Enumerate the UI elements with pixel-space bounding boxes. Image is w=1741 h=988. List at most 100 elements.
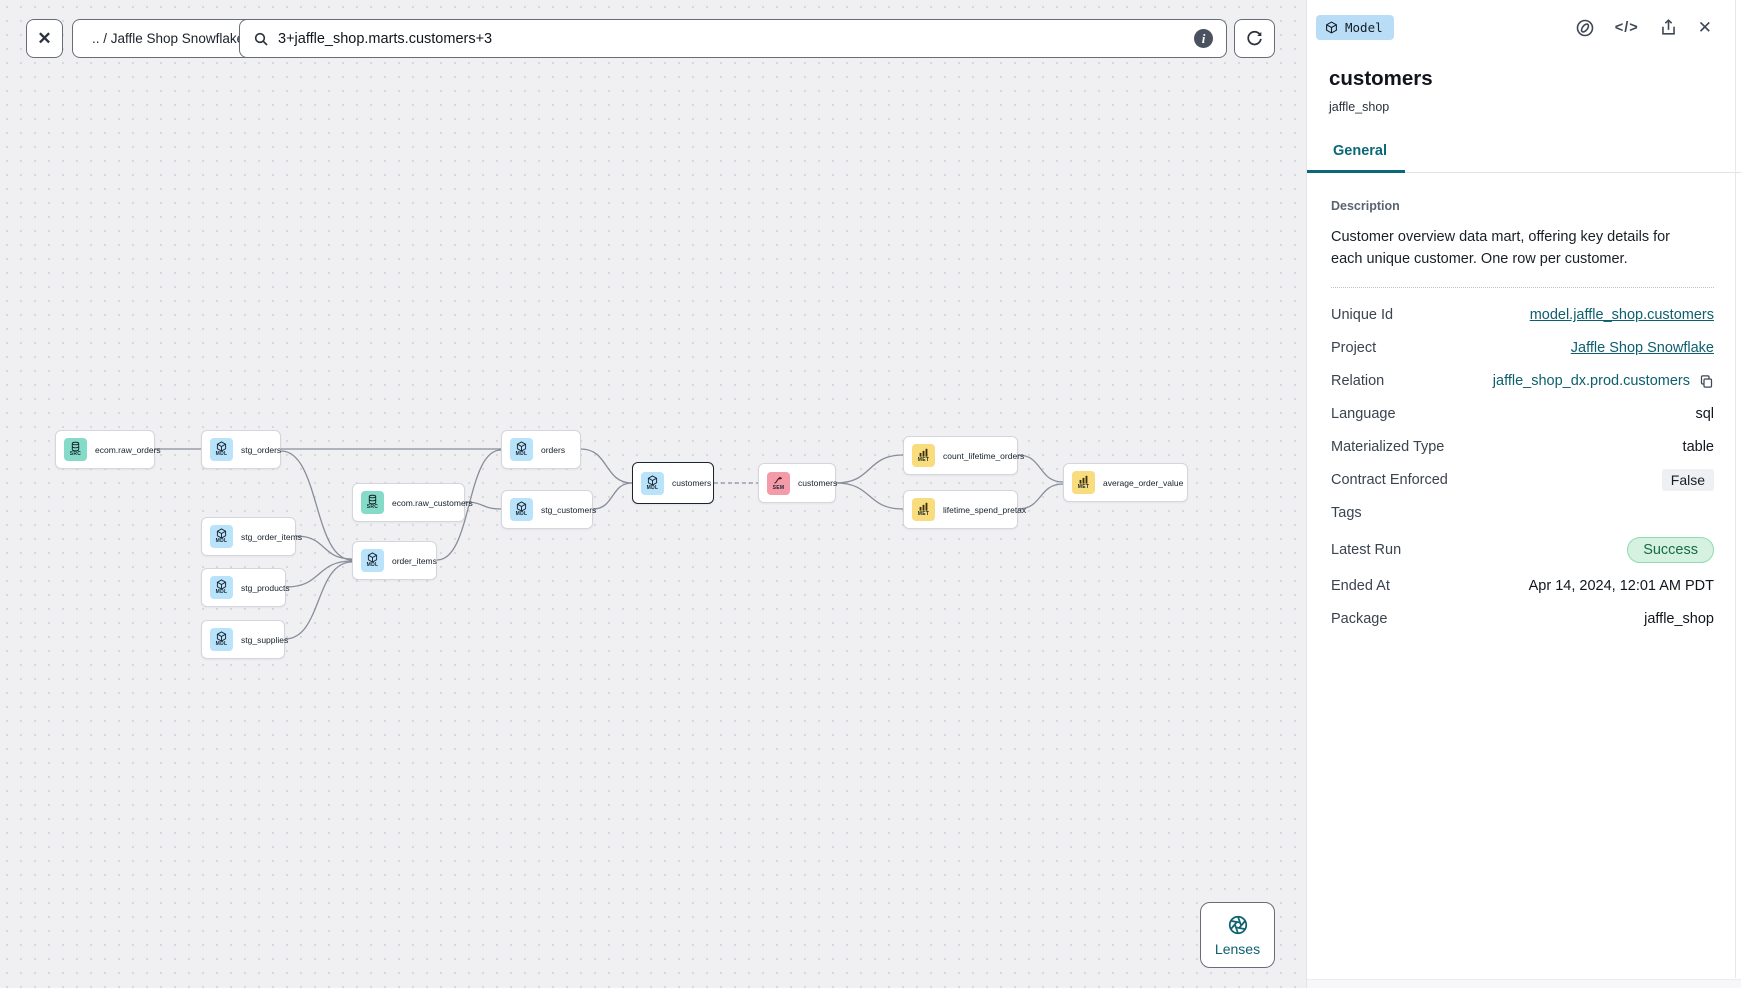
node-label: ecom.raw_customers: [392, 497, 473, 508]
dag-edge: [284, 561, 353, 640]
close-icon: ✕: [37, 28, 52, 48]
lenses-aperture-icon: [1227, 914, 1249, 936]
code-icon[interactable]: </>: [1614, 19, 1639, 36]
share-icon[interactable]: [1659, 18, 1678, 37]
node-type-tag: MDL: [515, 451, 528, 458]
node-label: stg_supplies: [241, 634, 289, 645]
dag-edge: [592, 482, 633, 510]
node-label: stg_order_items: [241, 531, 302, 542]
dag-edges: [155, 448, 1064, 640]
package-value: jaffle_shop: [1644, 611, 1714, 628]
refresh-button[interactable]: [1234, 19, 1275, 58]
dag-edge: [436, 449, 502, 561]
node-type-tag: MET: [917, 457, 930, 464]
node-label: customers: [798, 478, 838, 488]
contract-enforced-badge: False: [1661, 469, 1714, 492]
divider: [1331, 287, 1714, 289]
dag-node-count_lifetime_orders[interactable]: MET count_lifetime_orders: [903, 436, 1024, 475]
node-type-tag: MET: [1077, 484, 1090, 491]
refresh-icon: [1245, 29, 1264, 48]
panel-footer: [1307, 979, 1741, 988]
field-label: Ended At: [1331, 578, 1390, 595]
breadcrumb[interactable]: .. / Jaffle Shop Snowflake: [72, 19, 265, 58]
met-icon: MET: [912, 498, 935, 521]
field-label: Latest Run: [1331, 541, 1402, 558]
dag-edge: [280, 450, 353, 561]
close-lineage-button[interactable]: ✕: [26, 19, 63, 58]
mdl-icon: MDL: [510, 498, 533, 521]
sem-icon: SEM: [767, 471, 790, 495]
node-label: stg_customers: [541, 504, 597, 515]
resource-type-label: Model: [1345, 20, 1383, 35]
field-label: Tags: [1331, 505, 1362, 522]
package-subtitle: jaffle_shop: [1329, 100, 1390, 114]
dag-node-stg_orders[interactable]: MDL stg_orders: [201, 430, 281, 469]
node-type-tag: MDL: [215, 538, 228, 545]
field-label: Relation: [1331, 373, 1385, 390]
copy-icon[interactable]: [1699, 374, 1714, 389]
dag-edge: [580, 448, 633, 484]
field-label: Language: [1331, 406, 1396, 423]
info-icon[interactable]: i: [1194, 29, 1213, 48]
status-badge: Success: [1627, 536, 1714, 563]
field-label: Contract Enforced: [1331, 472, 1448, 489]
lenses-button[interactable]: Lenses: [1200, 902, 1275, 968]
field-row-contract-enforced: Contract Enforced False: [1331, 468, 1714, 492]
details-panel: Model </> ✕ customers jaffle_s: [1306, 0, 1741, 988]
close-panel-icon[interactable]: ✕: [1697, 17, 1712, 37]
node-type-tag: MDL: [215, 451, 228, 458]
src-icon: SRC: [361, 491, 384, 514]
model-cube-icon: [1325, 21, 1338, 34]
field-row-unique-id: Unique Id model.jaffle_shop.customers: [1331, 303, 1714, 327]
field-row-latest-run: Latest Run Success: [1331, 534, 1714, 565]
materialized-type-value: table: [1682, 439, 1714, 456]
dag-edge: [295, 535, 353, 560]
dag-edge: [835, 454, 904, 484]
explore-compass-icon[interactable]: [1575, 18, 1595, 38]
node-type-tag: SEM: [772, 484, 785, 491]
node-label: ecom.raw_orders: [95, 444, 161, 455]
field-row-language: Language sql: [1331, 402, 1714, 426]
dag-node-ecom.raw_orders[interactable]: SRC ecom.raw_orders: [55, 430, 161, 469]
panel-tabs: General: [1307, 143, 1741, 173]
ended-at-value: Apr 14, 2024, 12:01 AM PDT: [1528, 578, 1714, 595]
dag-node-average_order_value[interactable]: MET average_order_value: [1063, 463, 1188, 502]
node-type-tag: MDL: [515, 511, 528, 518]
description-label: Description: [1331, 199, 1400, 213]
node-label: stg_orders: [241, 444, 282, 455]
project-link[interactable]: Jaffle Shop Snowflake: [1570, 340, 1714, 357]
node-label: orders: [541, 444, 566, 455]
node-label: stg_products: [241, 582, 290, 593]
node-label: count_lifetime_orders: [943, 450, 1025, 461]
mdl-icon: MDL: [510, 438, 533, 461]
field-row-materialized-type: Materialized Type table: [1331, 435, 1714, 459]
node-label: lifetime_spend_pretax: [943, 504, 1027, 515]
scrollbar-track[interactable]: [1735, 0, 1736, 978]
dag-node-lifetime_spend_pretax[interactable]: MET lifetime_spend_pretax: [903, 490, 1026, 529]
dag-node-orders[interactable]: MDL orders: [501, 430, 581, 469]
node-type-tag: MDL: [646, 484, 659, 491]
dag-node-ecom.raw_customers[interactable]: SRC ecom.raw_customers: [352, 483, 473, 522]
mdl-icon: MDL: [210, 525, 233, 548]
dag-node-stg_customers[interactable]: MDL stg_customers: [501, 490, 597, 529]
node-type-tag: SRC: [366, 504, 379, 511]
field-label: Project: [1331, 340, 1377, 357]
search-icon: [253, 31, 269, 47]
lineage-search-input[interactable]: 3+jaffle_shop.marts.customers+3 i: [239, 19, 1227, 58]
unique-id-link[interactable]: model.jaffle_shop.customers: [1529, 307, 1714, 324]
node-label: average_order_value: [1103, 477, 1184, 488]
node-type-tag: SRC: [69, 451, 82, 458]
dag-node-customers_sem[interactable]: SEM customers: [758, 463, 838, 503]
language-value: sql: [1695, 406, 1714, 423]
search-value: 3+jaffle_shop.marts.customers+3: [278, 30, 493, 47]
dag-edge: [835, 482, 904, 510]
relation-value: jaffle_shop_dx.prod.customers: [1492, 373, 1690, 390]
dag-edge: [1017, 454, 1064, 483]
tab-general[interactable]: General: [1307, 143, 1405, 173]
dag-node-stg_order_items[interactable]: MDL stg_order_items: [201, 517, 302, 556]
